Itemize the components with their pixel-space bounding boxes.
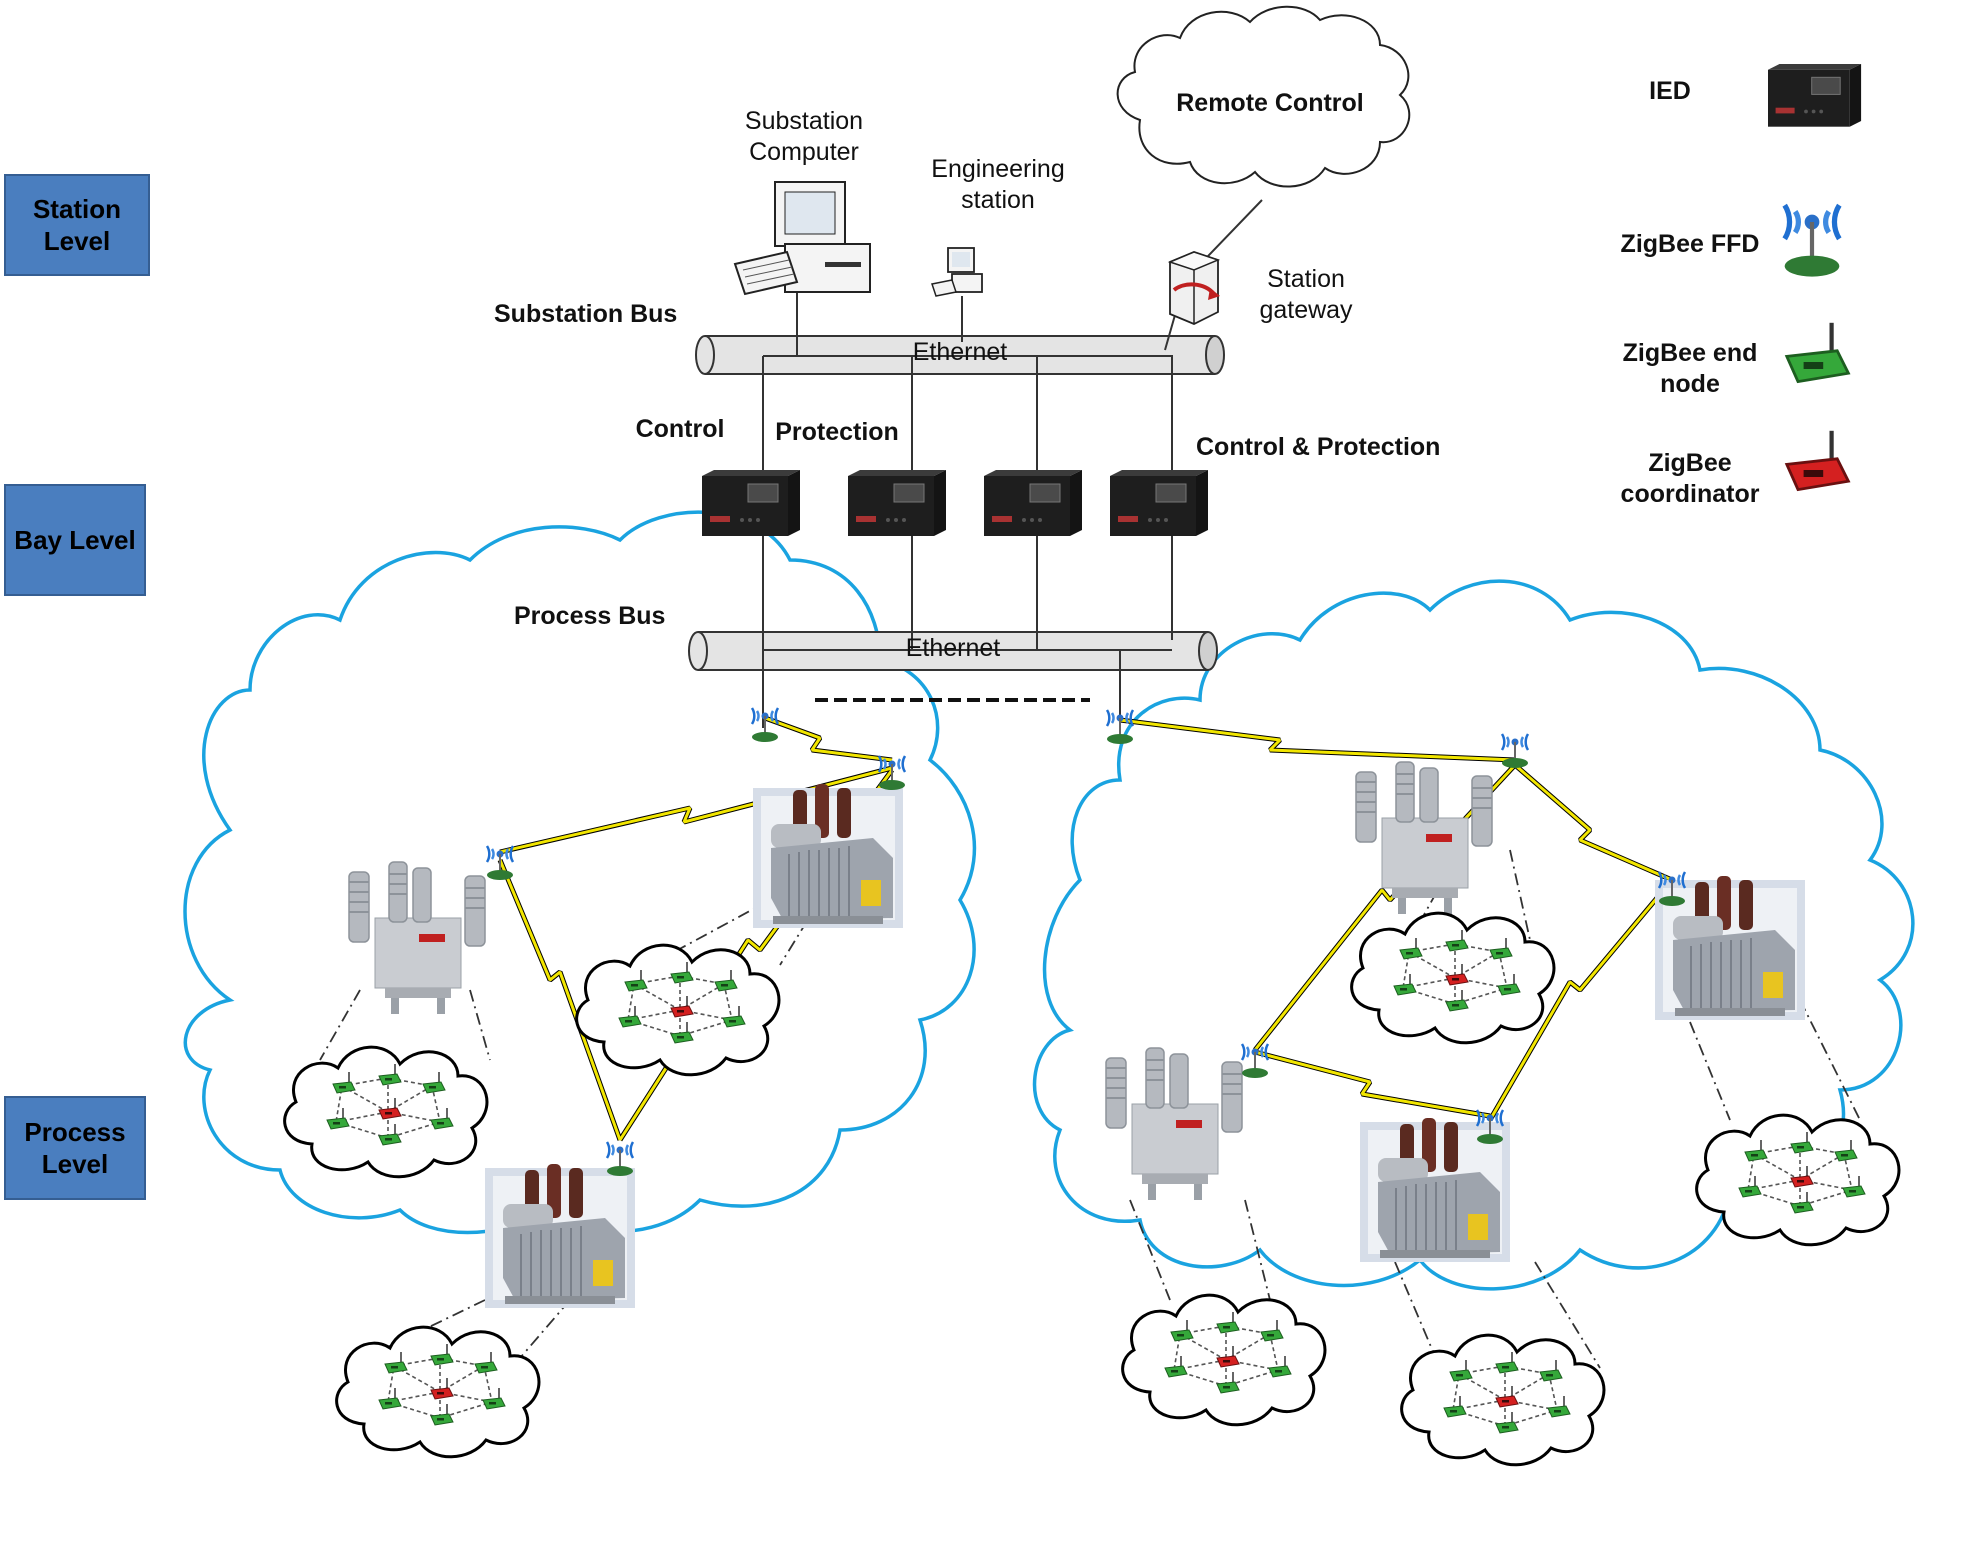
legend-ied-icon bbox=[1767, 63, 1862, 128]
protection-ied-label: Protection bbox=[775, 418, 899, 446]
power-transformer-icon bbox=[752, 783, 904, 929]
wireless-link bbox=[1513, 763, 1673, 883]
ied-protection-icon bbox=[847, 469, 947, 537]
legend-zigbee-ffd-label: ZigBee FFD bbox=[1620, 230, 1760, 258]
desktop-computer-icon bbox=[733, 181, 871, 296]
circuit-breaker-icon bbox=[1355, 761, 1493, 915]
station-gateway-label: Station gateway bbox=[1259, 265, 1353, 324]
process-cloud-left bbox=[183, 510, 977, 1235]
sensor-cluster bbox=[577, 945, 779, 1075]
ied-control-protection-icon bbox=[1109, 469, 1209, 537]
zigbee-ffd-icon bbox=[1500, 732, 1530, 770]
bay-level-box: Bay Level bbox=[4, 484, 146, 596]
station-level-box: Station Level bbox=[4, 174, 150, 276]
wireless-link bbox=[764, 716, 893, 762]
zigbee-ffd-icon bbox=[750, 706, 780, 744]
engineering-workstation-icon bbox=[931, 247, 983, 297]
wireless-link bbox=[1254, 1050, 1491, 1118]
sensor-cluster bbox=[1402, 1335, 1604, 1465]
sensor-cluster bbox=[1352, 913, 1554, 1043]
sensor-cluster bbox=[1123, 1295, 1325, 1425]
substation-bus-ethernet-label: Ethernet bbox=[912, 338, 1008, 366]
engineering-station-label: Engineering station bbox=[931, 155, 1065, 214]
zigbee-ffd-icon bbox=[1240, 1042, 1270, 1080]
circuit-breaker-icon bbox=[1105, 1047, 1243, 1201]
zigbee-ffd-icon bbox=[605, 1140, 635, 1178]
legend-zigbee-coordinator-label: ZigBee coordinator bbox=[1620, 449, 1760, 508]
legend-zigbee-coordinator-icon bbox=[1787, 431, 1849, 490]
remote-control-label: Remote Control bbox=[1176, 89, 1364, 117]
process-cloud-right bbox=[1032, 579, 1915, 1291]
control-protection-ied-label: Control & Protection bbox=[1196, 433, 1441, 461]
substation-computer-label: Substation Computer bbox=[744, 107, 864, 166]
legend-zigbee-end-node-icon bbox=[1787, 323, 1849, 382]
wireless-link bbox=[1514, 763, 1673, 882]
wireless-link bbox=[1488, 879, 1674, 1121]
legend-zigbee-end-node-label: ZigBee end node bbox=[1622, 339, 1758, 398]
legend-zigbee-ffd-icon bbox=[1785, 205, 1840, 276]
ied-protection-2-icon bbox=[983, 469, 1083, 537]
power-transformer-icon bbox=[484, 1163, 636, 1309]
ied-control-icon bbox=[701, 469, 801, 537]
process-bus-label: Process Bus bbox=[514, 602, 666, 630]
sensor-cluster bbox=[337, 1327, 539, 1457]
control-ied-label: Control bbox=[635, 415, 725, 443]
wireless-link bbox=[1119, 718, 1516, 762]
process-level-box: Process Level bbox=[4, 1096, 146, 1200]
substation-bus-label: Substation Bus bbox=[494, 300, 678, 328]
gateway-server-icon bbox=[1167, 251, 1221, 325]
legend-ied-label: IED bbox=[1649, 77, 1691, 105]
sensor-cluster bbox=[1697, 1115, 1899, 1245]
remote-control-cloud bbox=[1116, 5, 1411, 188]
process-bus-ethernet-label: Ethernet bbox=[905, 634, 1001, 662]
sensor-cluster bbox=[285, 1047, 487, 1177]
wireless-link bbox=[498, 859, 622, 1141]
circuit-breaker-icon bbox=[348, 861, 486, 1015]
